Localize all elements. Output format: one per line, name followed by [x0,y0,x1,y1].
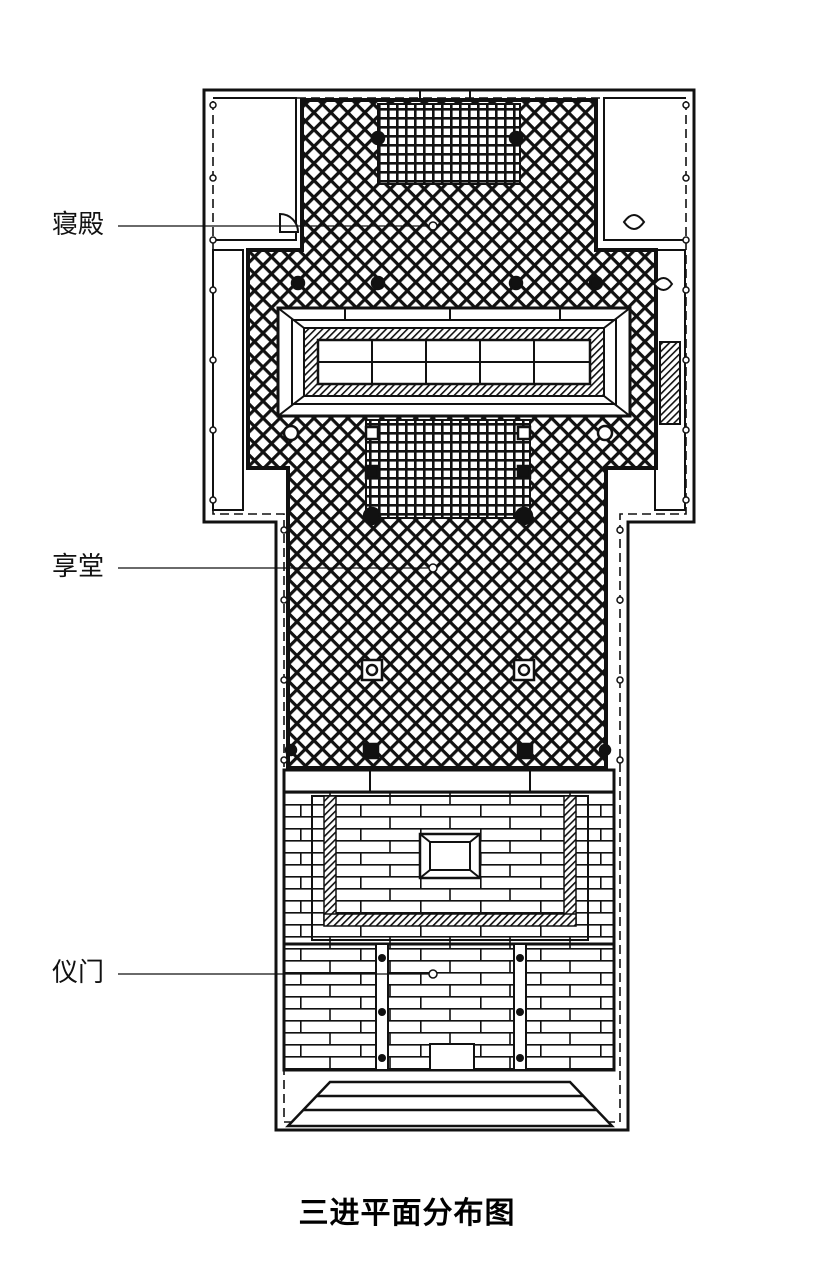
label-yimen: 仪门 [52,958,105,988]
side-features [279,212,681,425]
diagram-caption: 三进平面分布图 [298,1196,516,1231]
columns [282,130,614,760]
leader-lines [118,225,432,975]
label-xiangtang: 享堂 [52,552,105,582]
front-courtyard [282,768,616,946]
altar-platform [276,306,632,418]
front-steps [285,1080,615,1128]
label-qindian: 寝殿 [52,210,105,240]
front-grid-area [365,419,531,519]
rear-grid-area [377,103,521,185]
wall-posts [209,101,690,764]
yimen-gate-area [282,942,616,1072]
leader-dots [428,221,438,979]
